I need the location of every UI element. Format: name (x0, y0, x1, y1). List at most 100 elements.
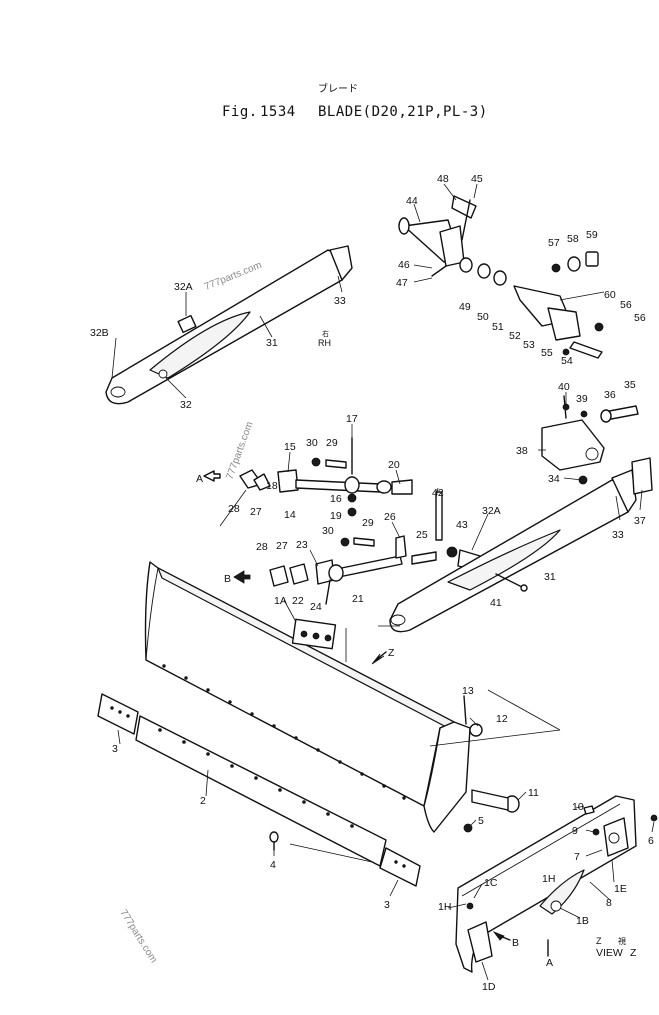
callout-7: 7 (574, 851, 580, 863)
arrow-z-marker: Z (371, 647, 395, 665)
callout-52: 52 (509, 330, 521, 342)
callout-28-lower: 28 (256, 541, 268, 553)
callout-1h-left: 1H (438, 901, 451, 913)
svg-text:B: B (224, 573, 231, 585)
callout-27-lower: 27 (276, 540, 288, 552)
callout-41: 41 (490, 597, 502, 609)
callout-8: 8 (606, 897, 612, 909)
callout-49: 49 (459, 301, 471, 313)
svg-text:B: B (512, 937, 519, 949)
tilt-linkage-upper (239, 437, 413, 517)
callout-47: 47 (396, 277, 408, 289)
blade-bolt-holes (162, 664, 406, 800)
callout-43: 43 (456, 519, 468, 531)
push-arm-right (389, 457, 653, 633)
fig-title: BLADE(D20,21P,PL-3) (318, 104, 488, 120)
callout-35: 35 (624, 379, 636, 391)
callout-1a: 1A (274, 595, 287, 607)
callout-39: 39 (576, 393, 588, 405)
callout-32a-middle: 32A (482, 505, 501, 517)
svg-text:A: A (196, 473, 203, 485)
callout-20: 20 (388, 459, 400, 471)
leader-lines (111, 183, 655, 981)
callout-19: 19 (330, 510, 342, 522)
callout-9: 9 (572, 825, 578, 837)
callout-3-left: 3 (112, 743, 118, 755)
callout-45: 45 (471, 173, 483, 185)
callout-56a: 56 (620, 299, 632, 311)
callout-60: 60 (604, 289, 616, 301)
callout-24: 24 (310, 601, 322, 613)
end-bit-right (379, 847, 421, 887)
callout-22: 22 (292, 595, 304, 607)
arrow-b-view-marker: B (492, 931, 519, 949)
push-arm-upper (105, 245, 353, 405)
callout-12: 12 (496, 713, 508, 725)
callout-1h-right: 1H (542, 873, 555, 885)
callout-33-middle: 33 (612, 529, 624, 541)
callout-1b: 1B (576, 915, 589, 927)
callout-42: 42 (432, 487, 444, 499)
callout-32b: 32B (90, 327, 109, 339)
callout-1e: 1E (614, 883, 627, 895)
callout-40: 40 (558, 381, 570, 393)
callout-5: 5 (478, 815, 484, 827)
pin-11 (471, 789, 520, 813)
svg-text:Z: Z (388, 647, 395, 659)
rh-mark: 右 (322, 329, 329, 338)
callout-30-lower: 30 (322, 525, 334, 537)
callout-36: 36 (604, 389, 616, 401)
callout-29-lower: 29 (362, 517, 374, 529)
callout-48: 48 (437, 173, 449, 185)
callout-57: 57 (548, 237, 560, 249)
callout-18: 18 (266, 480, 278, 492)
callout-4: 4 (270, 859, 276, 871)
callout-29-upper: 29 (326, 437, 338, 449)
blade (144, 561, 471, 833)
fig-label: Fig. (222, 104, 258, 120)
callout-15: 15 (284, 441, 296, 453)
callout-25: 25 (416, 529, 428, 541)
callout-51: 51 (492, 321, 504, 333)
title-katakana: ブレード (318, 82, 358, 95)
callout-14: 14 (284, 509, 296, 521)
callout-21: 21 (352, 593, 364, 605)
end-bit-left (97, 693, 139, 735)
callout-46: 46 (398, 259, 410, 271)
watermark-1: 777parts.com (203, 260, 263, 293)
view-z-label: VIEW (596, 947, 623, 959)
callout-54: 54 (561, 355, 573, 367)
callout-28-upper: 28 (228, 503, 240, 515)
callout-6: 6 (648, 835, 654, 847)
tilt-linkage-lower (269, 491, 481, 605)
watermark-3: 777parts.com (117, 908, 158, 965)
callout-30-upper: 30 (306, 437, 318, 449)
callout-1d: 1D (482, 981, 496, 993)
callout-26: 26 (384, 511, 396, 523)
callout-3-right: 3 (384, 899, 390, 911)
trunnion-assembly (398, 195, 605, 359)
callout-56b: 56 (634, 312, 646, 324)
bracket-38 (541, 395, 639, 471)
view-z-letter: Z (630, 947, 637, 959)
callout-31-upper: 31 (266, 337, 278, 349)
callout-55: 55 (541, 347, 553, 359)
arrow-a-marker: A (196, 470, 221, 485)
callout-33-upper: 33 (334, 295, 346, 307)
fig-number: 1534 (260, 104, 296, 120)
view-z-top: Z (596, 936, 602, 946)
callout-10: 10 (572, 801, 584, 813)
callout-31-middle: 31 (544, 571, 556, 583)
callout-32a-upper: 32A (174, 281, 193, 293)
callout-38: 38 (516, 445, 528, 457)
callout-34: 34 (548, 473, 560, 485)
callout-58: 58 (567, 233, 579, 245)
callout-17: 17 (346, 413, 358, 425)
view-z-mark: 視 (618, 937, 626, 946)
callout-1c: 1C (484, 877, 498, 889)
callout-2: 2 (200, 795, 206, 807)
pin-13 (463, 695, 483, 737)
bolt-4 (269, 831, 279, 851)
callout-32: 32 (180, 399, 192, 411)
